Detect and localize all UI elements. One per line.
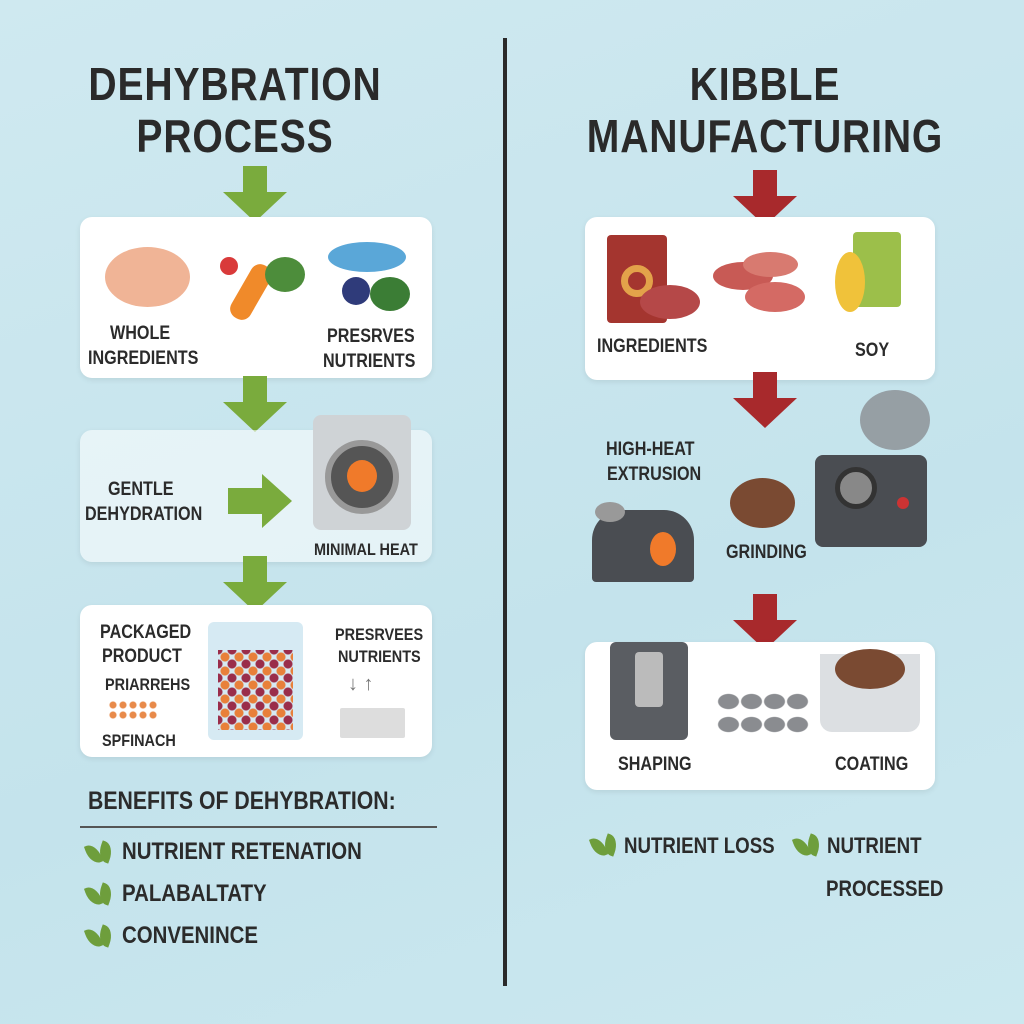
down-arrow-icon (223, 556, 287, 612)
label: GENTLE (108, 479, 174, 500)
leaf-icon (87, 884, 113, 906)
smoke-icon (595, 502, 625, 522)
fish-icon (328, 242, 406, 272)
strawberry-icon (220, 257, 238, 275)
meat-icon (640, 285, 700, 319)
meat-paste-icon (730, 478, 795, 528)
down-arrow-icon (733, 372, 797, 428)
down-arrow-icon (223, 166, 287, 222)
label: EXTRUSION (607, 464, 702, 485)
benefits-heading: BENEFITS OF DEHYBRATION: (88, 787, 396, 815)
label: PRIARREHS (105, 675, 191, 694)
spinach-icon (370, 277, 410, 311)
label: INGREDIENTS (597, 336, 708, 357)
title-line: PROCESS (136, 110, 334, 162)
tray-icon (340, 708, 405, 738)
label: NUTRIENTS (338, 647, 421, 666)
chicken-icon (105, 247, 190, 307)
grinder-icon (815, 455, 927, 547)
gentle-dehydration-card: GENTLE DEHYDRATION MINIMAL HEAT (80, 415, 432, 562)
coating-bowl-icon (820, 649, 920, 732)
label: COATING (835, 754, 909, 775)
label: PRODUCT (102, 646, 182, 667)
heading-rule (80, 826, 437, 828)
dried-pieces-icon (108, 700, 158, 720)
center-divider (503, 38, 507, 986)
label: PRESRVEES (335, 625, 424, 644)
down-arrow-icon (223, 376, 287, 432)
blueberry-icon (342, 277, 370, 305)
note-item: NUTRIENT (827, 833, 922, 858)
packaged-product-card: PACKAGED PRODUCT PRIARREHS SPFINACH PRES… (80, 605, 432, 757)
label: NUTRIENTS (323, 351, 416, 372)
label: DEHYDRATION (85, 504, 203, 525)
label: PACKAGED (100, 622, 192, 643)
title-line: DEHYBRATION (88, 58, 382, 110)
label: SHAPING (618, 754, 692, 775)
label: HIGH-HEAT (606, 439, 695, 460)
note-item: NUTRIENT LOSS (624, 833, 775, 858)
spinach-icon (265, 257, 305, 292)
corn-icon (835, 252, 865, 312)
smoke-icon (860, 390, 930, 450)
leaf-icon (87, 842, 113, 864)
package-bag-icon (208, 622, 303, 740)
label: GRINDING (726, 542, 807, 563)
note-item: PROCESSED (826, 876, 944, 901)
ingredients-card: INGREDIENTS SOY (585, 217, 935, 380)
label: INGREDIENTS (88, 348, 199, 369)
shaping-machine-icon (610, 642, 688, 740)
benefit-item: NUTRIENT RETENATION (122, 838, 362, 865)
title-line: KIBBLE (689, 58, 841, 110)
meat-icon (743, 252, 798, 277)
leaf-icon (87, 926, 113, 948)
label: SOY (855, 340, 890, 361)
benefit-item: CONVENINCE (122, 922, 259, 949)
shaping-coating-card: SHAPING COATING (585, 642, 935, 790)
dehydrator-icon (313, 415, 411, 530)
meat-icon (745, 282, 805, 312)
right-arrow-icon (228, 488, 263, 514)
whole-ingredients-card: WHOLE INGREDIENTS PRESRVES NUTRIENTS (80, 217, 432, 378)
kibble-pieces-icon (717, 690, 809, 736)
leaf-icon (795, 835, 821, 857)
label: WHOLE (110, 323, 171, 344)
title-line: MANUFACTURING (586, 110, 944, 162)
benefit-item: PALABALTATY (122, 880, 267, 907)
right-arrow-head (262, 474, 292, 528)
label: SPFINACH (102, 731, 176, 750)
dehydration-title: DEHYBRATION PROCESS (61, 58, 410, 162)
down-up-arrows-icon: ↓ ↑ (348, 673, 374, 695)
extruder-icon (592, 510, 694, 582)
leaf-icon (592, 835, 618, 857)
label: PRESRVES (327, 326, 415, 347)
label: MINIMAL HEAT (314, 540, 418, 559)
kibble-title: KIBBLE MANUFACTURING (587, 58, 944, 162)
